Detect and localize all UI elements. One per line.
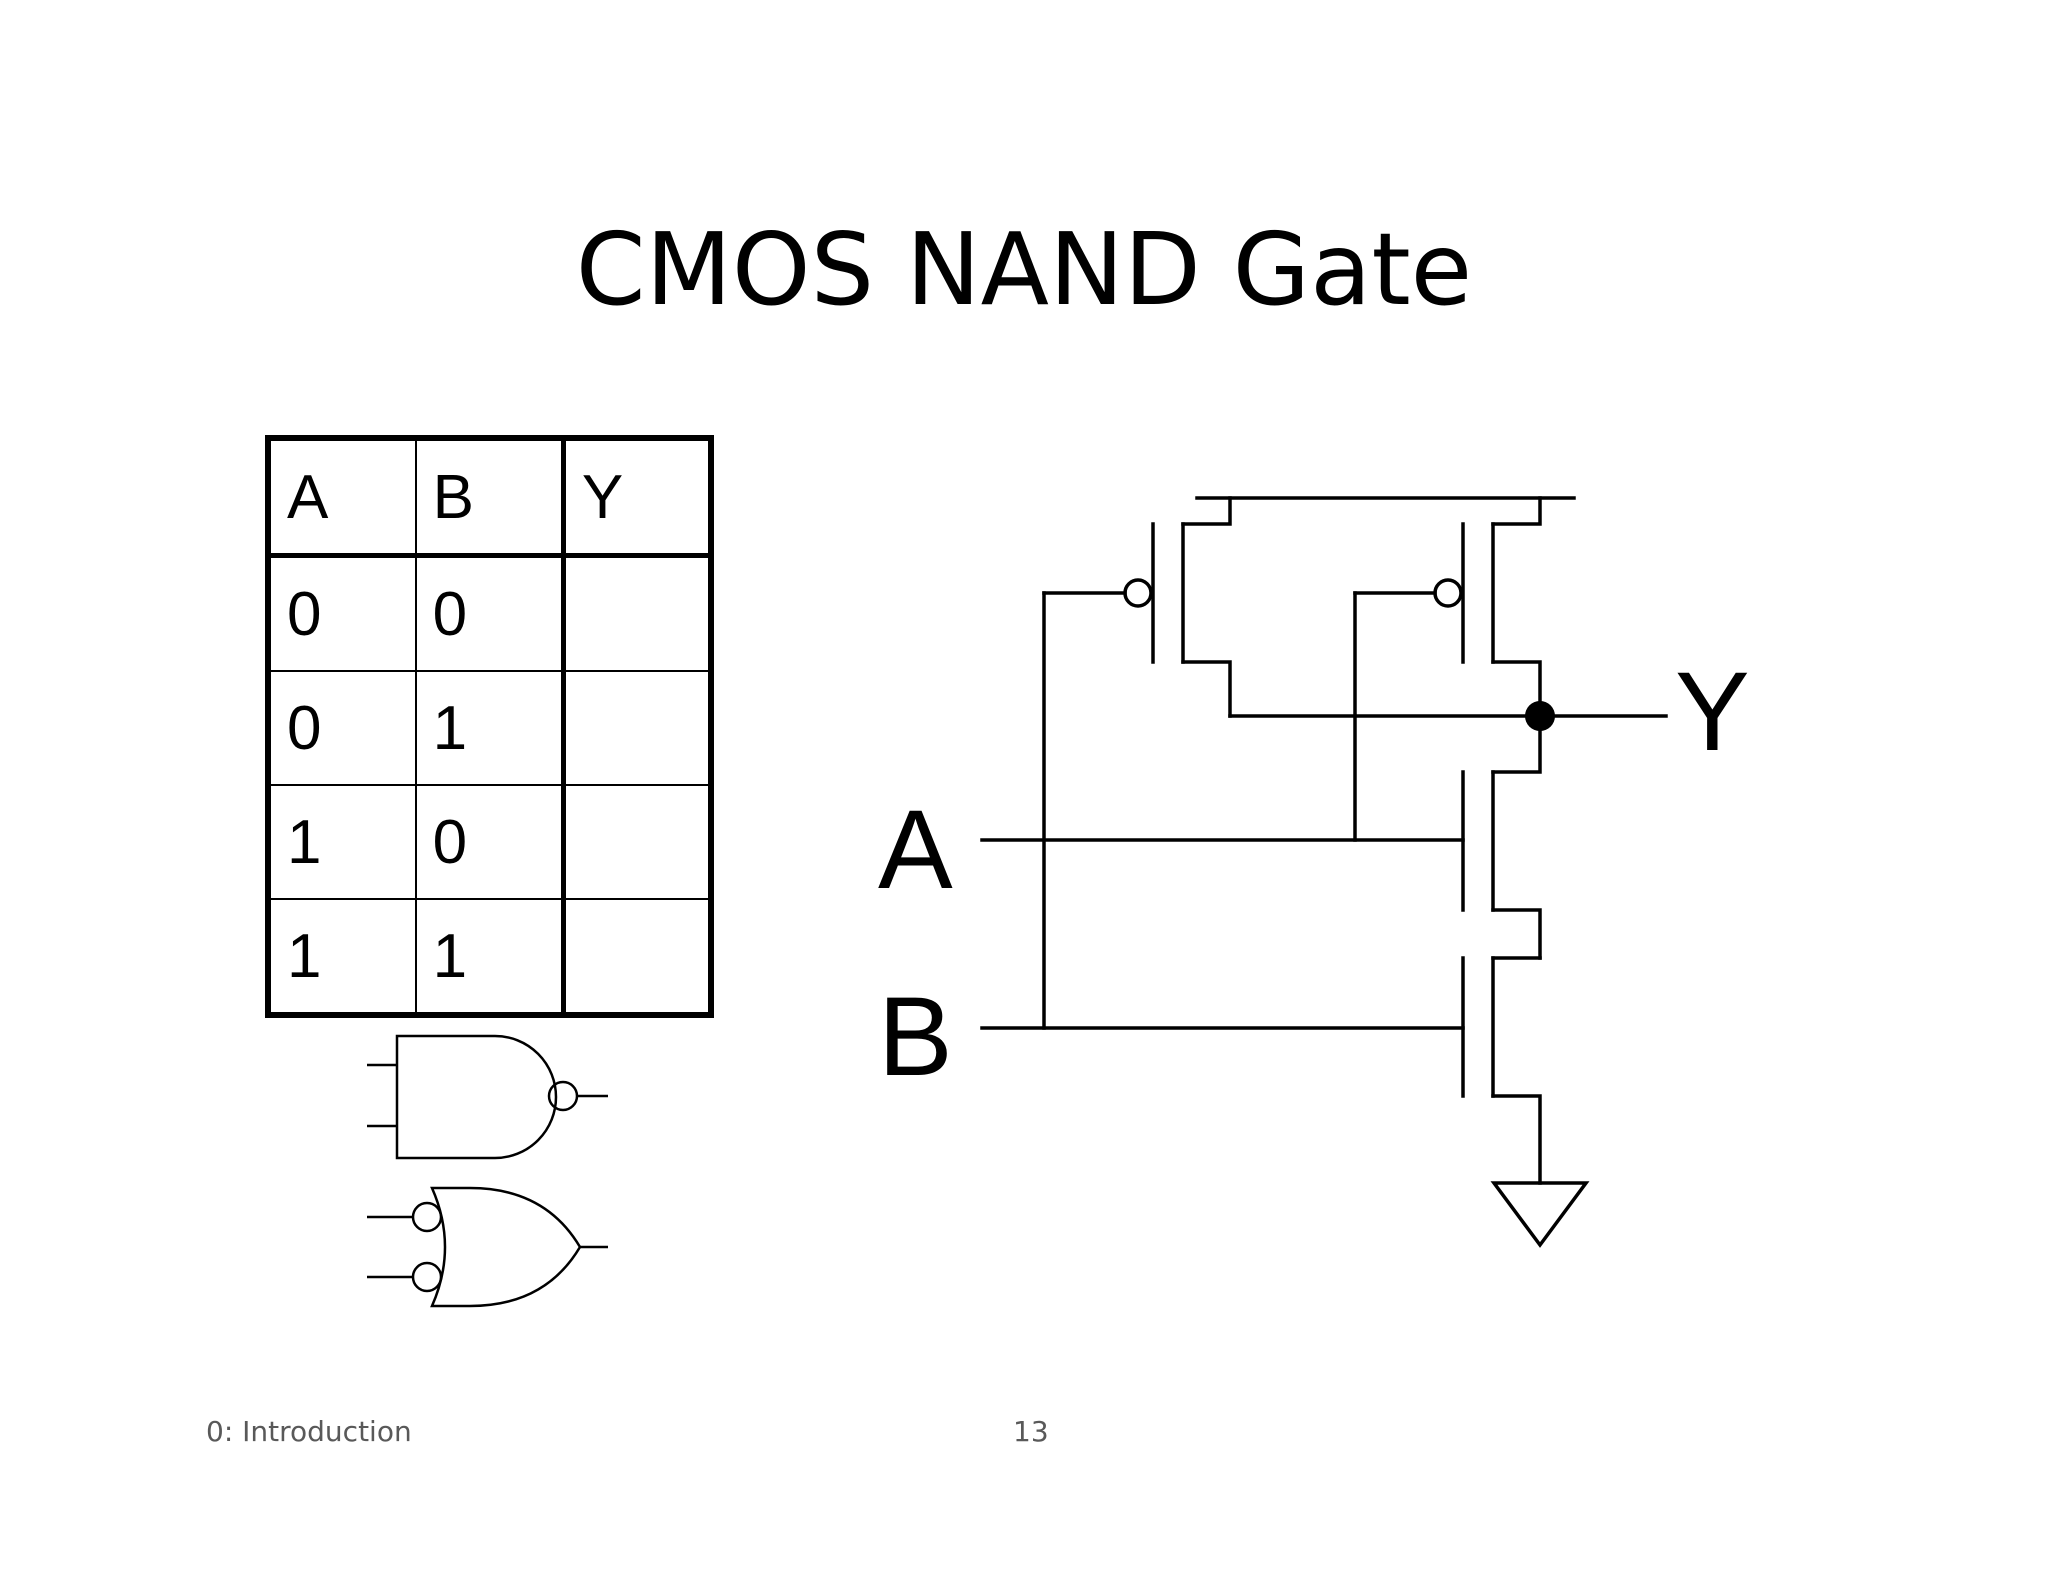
pmos-transistor-b (1353, 496, 1542, 718)
header-y: Y (560, 437, 712, 558)
output-junction-dot (1525, 701, 1555, 731)
cell-a: 1 (267, 898, 417, 1016)
header-a: A (267, 437, 417, 558)
cell-y (560, 784, 712, 900)
cell-b: 0 (414, 784, 565, 900)
cell-b: 1 (414, 670, 565, 786)
cell-a: 0 (267, 670, 417, 786)
output-y-label: Y (1675, 649, 1750, 774)
truth-table-row: 1 1 (267, 898, 712, 1016)
cell-b: 1 (414, 898, 565, 1016)
cell-a: 1 (267, 784, 417, 900)
footer-section: 0: Introduction (206, 1415, 412, 1448)
truth-table-header-row: A B Y (267, 437, 712, 558)
slide-title: CMOS NAND Gate (575, 211, 1473, 328)
cell-a: 0 (267, 554, 417, 672)
ground-symbol (1490, 1181, 1590, 1248)
cell-b: 0 (414, 554, 565, 672)
truth-table-row: 0 1 (267, 670, 712, 786)
truth-table-row: 1 0 (267, 784, 712, 900)
footer-page-number: 13 (1013, 1415, 1049, 1448)
input-b-label: B (878, 974, 953, 1099)
nmos-transistor-b (1461, 956, 1542, 1185)
nmos-transistor-a (1461, 714, 1542, 960)
truth-table-row: 0 0 (267, 554, 712, 672)
cell-y (560, 554, 712, 672)
truth-table: A B Y 0 0 0 1 1 0 1 1 (265, 435, 714, 1018)
pmos-transistor-a (1042, 496, 1232, 718)
cell-y (560, 898, 712, 1016)
cell-y (560, 670, 712, 786)
header-b: B (414, 437, 565, 558)
input-a-label: A (878, 787, 953, 912)
